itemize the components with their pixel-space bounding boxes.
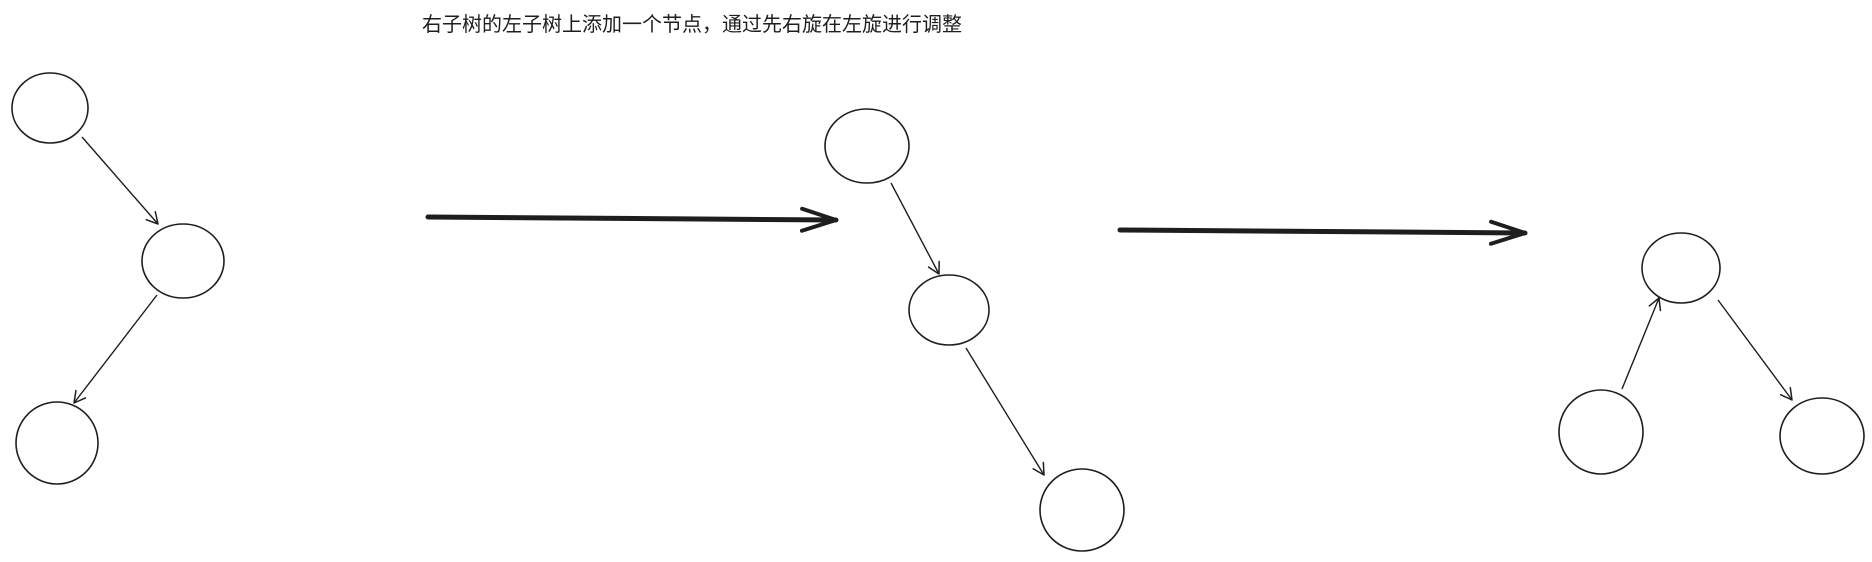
tree-edge-arrow [1621,297,1662,390]
tree-edge-arrow [1717,299,1793,401]
tree-node [908,274,990,346]
diagram-caption: 右子树的左子树上添加一个节点，通过先右旋在左旋进行调整 [422,12,962,36]
tree-edge-arrow [73,294,158,404]
tree-node [824,108,910,184]
tree-node [141,223,225,299]
transition-arrow [1117,219,1528,246]
tree-initial [11,72,225,485]
tree-node [11,72,89,144]
tree-after-left-rotation [1558,232,1865,475]
tree-node [1558,389,1644,475]
tree-edge-arrow [965,347,1045,476]
tree-after-right-rotation [824,108,1125,552]
tree-node [1039,468,1125,552]
tree-node [1641,232,1721,304]
tree-node [1779,397,1865,475]
tree-node [15,401,99,485]
tree-edge-arrow [890,182,940,275]
transition-arrow [425,206,839,233]
tree-edge-arrow [81,136,159,225]
